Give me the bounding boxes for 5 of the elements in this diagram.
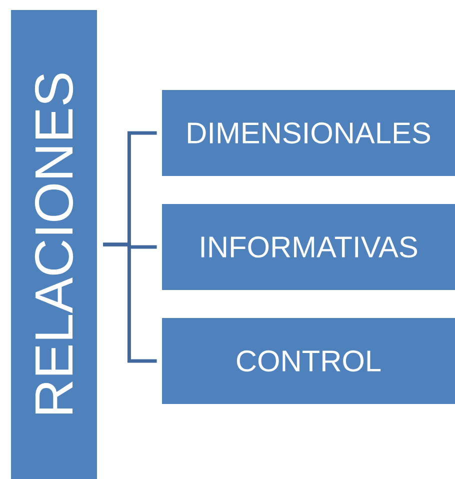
category-box: INFORMATIVAS bbox=[162, 204, 455, 290]
vertical-title-bar: RELACIONES bbox=[11, 10, 97, 479]
category-box: DIMENSIONALES bbox=[162, 90, 455, 176]
category-box: CONTROL bbox=[162, 318, 455, 404]
connector-line bbox=[103, 242, 157, 363]
